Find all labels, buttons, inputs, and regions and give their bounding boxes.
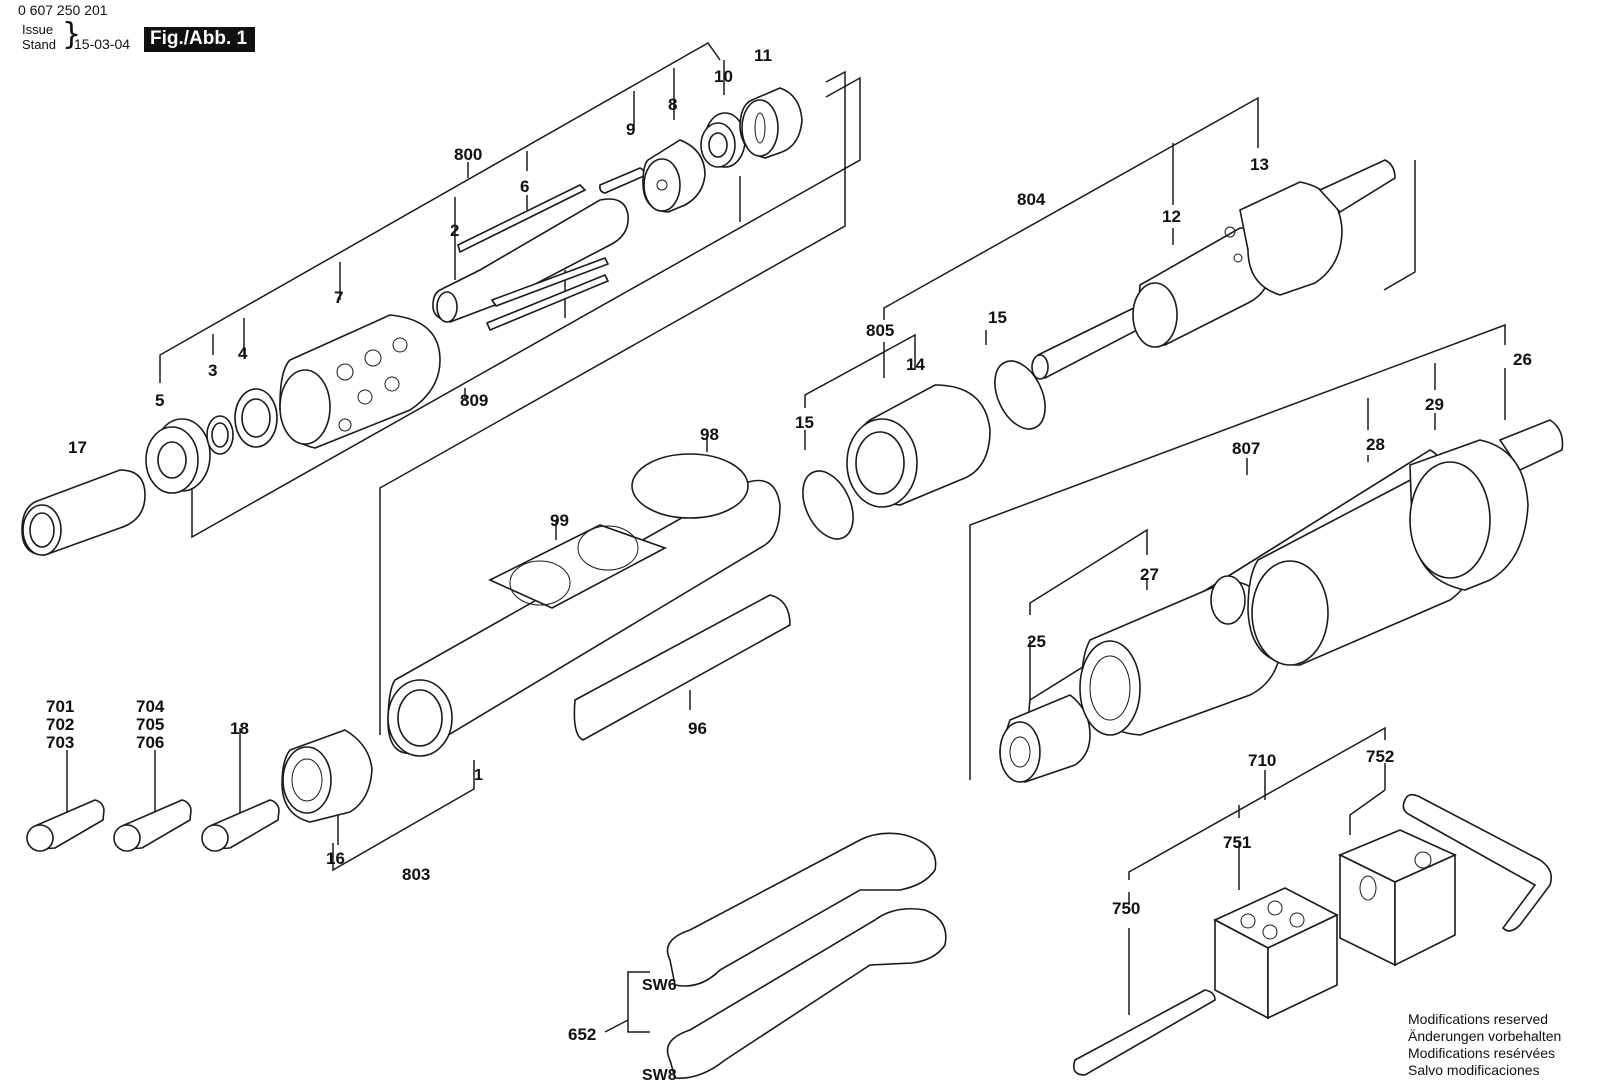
part-8-nut	[642, 139, 706, 213]
label-807: 807	[1232, 439, 1260, 458]
label-11: 11	[754, 46, 772, 65]
label-8: 8	[668, 95, 677, 114]
part-96-strip	[573, 594, 791, 741]
note-german: Änderungen vorbehalten	[1408, 1028, 1562, 1044]
part-7-collet-cage	[279, 314, 441, 449]
label-703: 703	[46, 733, 74, 752]
part-10-bearing	[700, 112, 746, 168]
label-1: 1	[474, 767, 483, 784]
part-6-wedges	[457, 184, 610, 332]
label-705: 705	[136, 715, 164, 734]
collets	[26, 728, 280, 852]
part-3-ring	[206, 415, 234, 455]
figure-label: Fig./Abb. 1	[144, 27, 256, 52]
label-809: 809	[460, 391, 488, 410]
part-98-disc	[631, 453, 749, 519]
label-96: 96	[688, 719, 707, 738]
label-12: 12	[1162, 207, 1181, 226]
modifications-notice: Modifications reserved Änderungen vorbeh…	[1408, 1011, 1561, 1079]
label-3: 3	[208, 361, 217, 380]
label-752: 752	[1366, 747, 1394, 766]
label-9: 9	[626, 120, 635, 139]
part-4-washer	[234, 388, 278, 448]
label-13: 13	[1250, 155, 1269, 174]
part-labels: 800 9 8 10 11 6 2 7 5 3 4 17 809 98 99 9…	[46, 46, 1532, 1084]
label-14: 14	[906, 355, 925, 374]
label-98: 98	[700, 425, 719, 444]
allen-key	[1402, 793, 1553, 932]
label-10: 10	[714, 67, 733, 86]
label-804: 804	[1017, 190, 1046, 209]
label-25: 25	[1027, 632, 1046, 651]
part-2-spindle	[432, 198, 629, 323]
label-28: 28	[1366, 435, 1385, 454]
part-751-block	[1213, 887, 1339, 1020]
part-27-spring	[1079, 575, 1283, 736]
part-750-rod	[1072, 989, 1216, 1076]
brace-symbol: }	[62, 17, 82, 52]
label-sw6: SW6	[642, 977, 677, 994]
document-number: 0 607 250 201	[18, 2, 108, 18]
group-710-leader-lines	[1128, 726, 1386, 1015]
label-2: 2	[450, 221, 459, 240]
label-15-b: 15	[795, 413, 814, 432]
part-12-rotor-shaft	[1031, 159, 1396, 380]
part-752-clamp-block	[1338, 829, 1457, 967]
part-5-bearing	[145, 418, 211, 494]
label-805: 805	[866, 321, 894, 340]
group-807-leader-lines	[969, 323, 1506, 780]
label-750: 750	[1112, 899, 1140, 918]
note-spanish: Salvo modificaciones	[1408, 1062, 1540, 1078]
note-french: Modifications resérvées	[1408, 1045, 1556, 1061]
label-26: 26	[1513, 350, 1532, 369]
issue-date: 15-03-04	[74, 36, 131, 52]
label-800: 800	[454, 145, 482, 164]
label-701: 701	[46, 697, 74, 716]
label-15-a: 15	[988, 308, 1007, 327]
issue-label: Issue	[22, 22, 54, 37]
label-29: 29	[1425, 395, 1444, 414]
label-18: 18	[230, 719, 249, 738]
part-15-orings	[802, 360, 1046, 540]
label-5: 5	[155, 391, 164, 410]
label-751: 751	[1223, 833, 1251, 852]
part-25-nut	[999, 694, 1091, 783]
label-17: 17	[68, 438, 87, 457]
group-800-leader-lines	[159, 42, 861, 539]
label-704: 704	[136, 697, 165, 716]
label-7: 7	[334, 288, 343, 307]
label-702: 702	[46, 715, 74, 734]
label-710: 710	[1248, 751, 1276, 770]
note-english: Modifications reserved	[1408, 1011, 1549, 1027]
label-99: 99	[550, 511, 569, 530]
label-706: 706	[136, 733, 164, 752]
part-16-nut	[281, 729, 373, 823]
part-9-pin	[599, 167, 645, 194]
issue-stand-label: Issue Stand	[22, 22, 56, 52]
label-27: 27	[1140, 565, 1159, 584]
part-1-housing-tube	[387, 479, 781, 757]
label-sw8: SW8	[642, 1067, 677, 1084]
stand-label: Stand	[22, 37, 56, 52]
label-4: 4	[238, 344, 248, 363]
wrenches	[604, 832, 947, 1079]
label-803: 803	[402, 865, 430, 884]
part-29-end-plate	[1409, 439, 1529, 591]
part-11-cap	[739, 87, 803, 159]
label-652: 652	[568, 1025, 596, 1044]
label-16: 16	[326, 849, 345, 868]
part-17-sleeve	[21, 469, 146, 556]
part-805-sleeve	[846, 384, 991, 508]
label-6: 6	[520, 177, 529, 196]
group-804-leader-lines	[804, 96, 1416, 450]
part-99-label	[488, 524, 667, 609]
